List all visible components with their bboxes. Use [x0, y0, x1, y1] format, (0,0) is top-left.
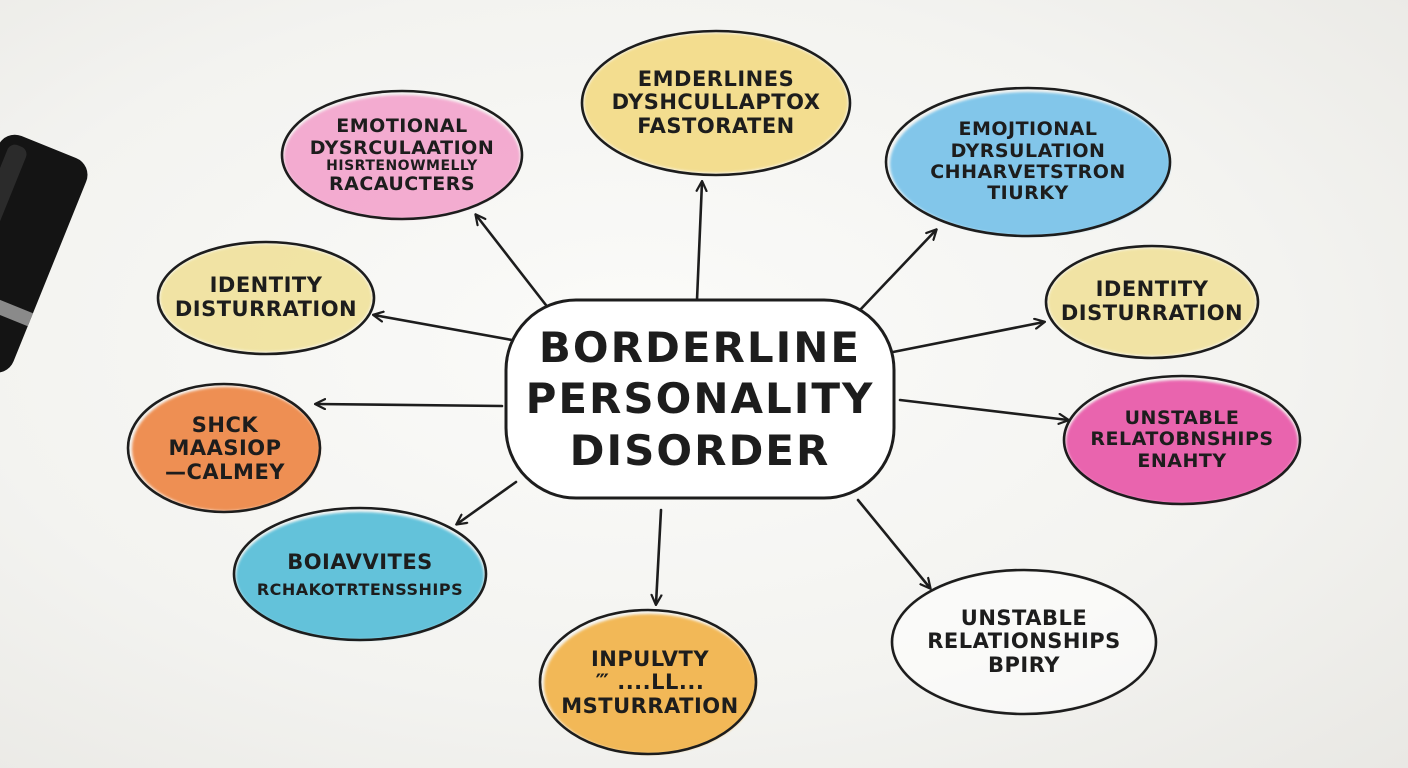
node-bottom-line-3: MSTURRATION — [561, 693, 739, 718]
node-right-middle: UNSTABLE RELATOBNSHIPS ENAHTY — [1066, 384, 1298, 496]
node-left-upper-line-1: IDENTITY — [209, 273, 323, 298]
node-shapes — [126, 29, 1302, 756]
arrow-to-left-middle — [316, 404, 504, 406]
arrow-to-top — [697, 182, 702, 302]
arrow-to-right-upper — [891, 322, 1044, 354]
arrow-to-bottom-left — [457, 480, 518, 524]
node-top-line-1: EMDERLINES — [637, 66, 795, 91]
node-bottom-right-line-1: UNSTABLE — [960, 605, 1088, 630]
node-bottom-left-line-1: BOIAVVITES — [287, 550, 433, 575]
node-bottom: INPULVTY ‴ ....LL... MSTURRATION — [544, 618, 756, 748]
arrow-to-top-right — [858, 230, 936, 312]
arrow-to-top-left — [476, 215, 558, 320]
node-left-middle-line-2: MAASIOP — [168, 436, 282, 461]
node-top-left-line-2: DYSRCULAATION — [309, 136, 495, 159]
node-bottom-line-2: ‴ ....LL... — [595, 670, 705, 695]
node-top-right-line-3: CHHARVETSTRON — [930, 161, 1126, 183]
node-top-left: EMOTIONAL DYSRCULAATION HISRTENOWMELLY R… — [286, 100, 518, 212]
node-left-upper-line-2: DISTURRATION — [174, 297, 358, 321]
node-right-middle-line-1: UNSTABLE — [1124, 407, 1240, 430]
center-node: BORDERLINE PERSONALITY DISORDER — [506, 300, 894, 498]
node-top-left-line-1: EMOTIONAL — [336, 115, 468, 138]
node-right-upper-line-1: IDENTITY — [1095, 277, 1209, 302]
node-top-left-line-3: HISRTENOWMELLY — [326, 157, 478, 174]
center-line-3: DISORDER — [569, 425, 831, 475]
node-left-middle-line-1: SHCK — [191, 412, 259, 437]
node-top-right-line-1: EMOJTIONAL — [958, 118, 1098, 141]
node-top-right: EMOJTIONAL DYRSULATION CHHARVETSTRON TIU… — [892, 98, 1164, 226]
node-right-upper: IDENTITY DISTURRATION — [1048, 252, 1256, 352]
node-bottom-right-line-3: BPIRY — [988, 652, 1060, 677]
node-left-middle-line-3: —CALMEY — [165, 459, 285, 484]
node-right-middle-line-2: RELATOBNSHIPS — [1090, 428, 1274, 451]
marker-pen — [0, 134, 88, 373]
node-right-upper-line-2: DISTURRATION — [1060, 301, 1244, 325]
node-bottom-right: UNSTABLE RELATIONSHIPS BPIRY — [894, 576, 1154, 708]
node-top-left-line-4: RACAUCTERS — [328, 173, 476, 196]
node-right-middle-line-3: ENAHTY — [1137, 449, 1227, 472]
center-line-1: BORDERLINE — [538, 323, 862, 373]
arrow-to-bottom-right — [856, 498, 930, 588]
arrow-to-right-middle — [898, 398, 1068, 420]
node-left-middle: SHCK MAASIOP —CALMEY — [132, 390, 318, 508]
node-top-line-3: FASTORATEN — [637, 113, 795, 138]
arrow-to-left-upper — [374, 315, 514, 342]
node-bottom-line-1: INPULVTY — [590, 646, 710, 671]
center-line-2: PERSONALITY — [525, 374, 875, 424]
node-left-upper: IDENTITY DISTURRATION — [160, 248, 372, 348]
node-bottom-left-line-2: RCHAKOTRTENSSHIPS — [256, 579, 464, 599]
node-top-line-2: DYSHCULLAPTOX — [611, 90, 821, 115]
node-bottom-left: BOIAVVITES RCHAKOTRTENSSHIPS — [236, 520, 484, 630]
node-top-right-line-2: DYRSULATION — [950, 139, 1106, 162]
node-top: EMDERLINES DYSHCULLAPTOX FASTORATEN — [586, 44, 846, 162]
node-bottom-right-line-2: RELATIONSHIPS — [927, 629, 1121, 654]
node-top-right-line-4: TIURKY — [987, 182, 1069, 205]
arrow-to-bottom — [656, 508, 661, 604]
